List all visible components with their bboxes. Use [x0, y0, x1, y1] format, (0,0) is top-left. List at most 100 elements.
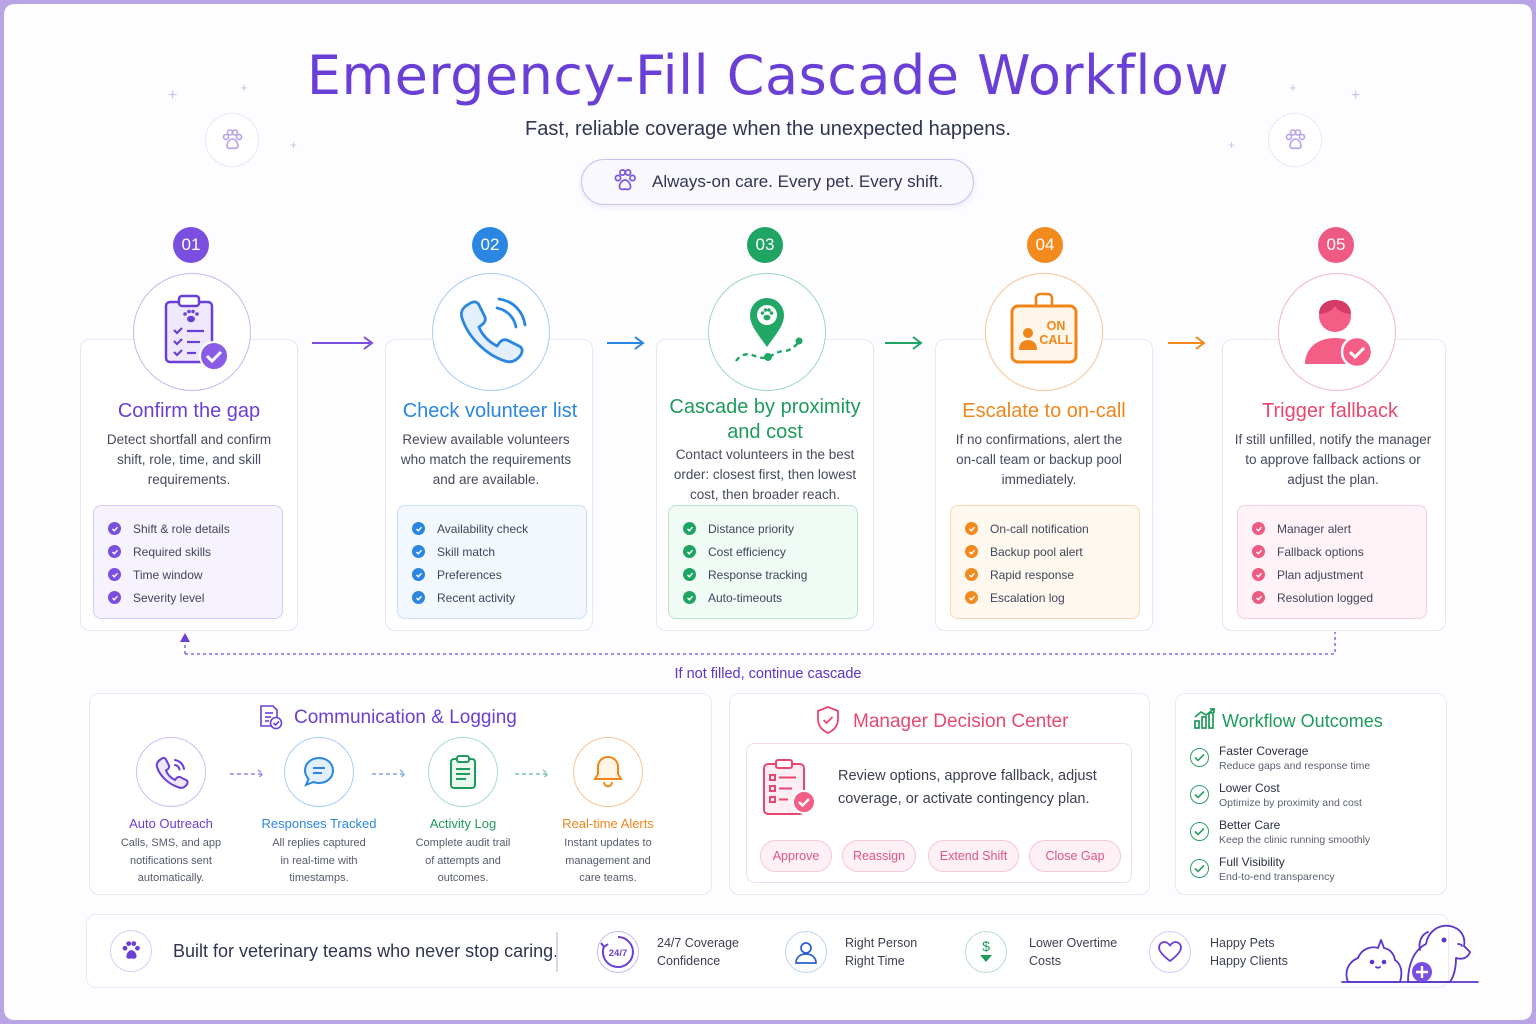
step-number-badge: 03	[747, 227, 783, 263]
clipboard-check-icon	[133, 273, 251, 391]
checklist-item: Recent activity	[412, 586, 586, 609]
step-title: Check volunteer list	[402, 400, 578, 422]
step-checklist: Availability check Skill match Preferenc…	[397, 505, 587, 619]
chat-bubble-icon	[284, 737, 354, 807]
checklist-item: Cost efficiency	[683, 540, 857, 563]
checklist-item: Shift & role details	[108, 517, 282, 540]
checklist-item: Backup pool alert	[965, 540, 1139, 563]
document-check-icon	[257, 704, 283, 735]
clipboard-list-icon	[428, 737, 498, 807]
arrow-dashed-icon	[515, 769, 550, 779]
checklist-item: Plan adjustment	[1252, 563, 1426, 586]
checklist-item: Resolution logged	[1252, 586, 1426, 609]
checklist-item: Skill match	[412, 540, 586, 563]
check-icon	[108, 545, 121, 558]
outcomes-panel	[1175, 693, 1447, 895]
check-circle-icon	[1190, 748, 1209, 767]
check-icon	[1252, 591, 1265, 604]
checklist-clipboard-icon	[760, 758, 818, 825]
arrow-dashed-icon	[372, 769, 407, 779]
approve-button[interactable]: Approve	[760, 840, 832, 872]
clock-247-icon: 24/7	[597, 931, 639, 973]
checklist-item: Availability check	[412, 517, 586, 540]
step-number-badge: 01	[173, 227, 209, 263]
checklist-item: Distance priority	[683, 517, 857, 540]
step-checklist: On-call notification Backup pool alert R…	[950, 505, 1140, 619]
extend-shift-button[interactable]: Extend Shift	[928, 840, 1019, 872]
step-title: Confirm the gap	[117, 400, 261, 422]
checklist-item: Response tracking	[683, 563, 857, 586]
reassign-button[interactable]: Reassign	[842, 840, 916, 872]
checklist-item: On-call notification	[965, 517, 1139, 540]
sparkle-plus-icon: +	[1228, 138, 1236, 152]
arrow-dashed-icon	[230, 769, 265, 779]
check-circle-icon	[1190, 785, 1209, 804]
shield-check-icon	[815, 705, 841, 740]
footer-bar	[86, 914, 1449, 988]
loop-back-label: If not filled, continue cascade	[674, 666, 862, 682]
check-icon	[965, 522, 978, 535]
paw-print-icon	[1268, 113, 1322, 167]
check-icon	[412, 591, 425, 604]
step-number-badge: 04	[1027, 227, 1063, 263]
checklist-item: Preferences	[412, 563, 586, 586]
decision-title: Manager Decision Center	[853, 711, 1069, 732]
bell-icon	[573, 737, 643, 807]
check-icon	[965, 591, 978, 604]
checklist-item: Escalation log	[965, 586, 1139, 609]
sparkle-plus-icon: +	[1351, 87, 1361, 104]
check-icon	[683, 568, 696, 581]
checklist-item: Auto-timeouts	[683, 586, 857, 609]
step-title: Escalate to on-call	[962, 400, 1126, 422]
paw-print-icon	[612, 168, 638, 197]
decision-text: Review options, approve fallback, adjust…	[838, 768, 1097, 807]
clock-247-text: 24/7	[609, 948, 628, 959]
step-checklist: Manager alert Fallback options Plan adju…	[1237, 505, 1427, 619]
dollar-sign-text: $	[982, 938, 990, 954]
check-icon	[683, 591, 696, 604]
check-icon	[965, 545, 978, 558]
footer-tagline: Built for veterinary teams who never sto…	[173, 941, 559, 961]
page-title: Emergency-Fill Cascade Workflow	[306, 44, 1230, 107]
check-icon	[108, 522, 121, 535]
arrow-right-icon	[607, 336, 645, 350]
map-pin-route-icon	[708, 273, 826, 391]
check-icon	[412, 568, 425, 581]
check-icon	[683, 545, 696, 558]
step-number-badge: 05	[1318, 227, 1354, 263]
check-icon	[1252, 545, 1265, 558]
check-icon	[108, 591, 121, 604]
user-check-icon	[1278, 273, 1396, 391]
check-icon	[1252, 522, 1265, 535]
close-gap-button[interactable]: Close Gap	[1029, 840, 1121, 872]
sparkle-plus-icon: +	[168, 87, 178, 104]
checklist-item: Manager alert	[1252, 517, 1426, 540]
footer-divider	[556, 932, 558, 972]
check-circle-icon	[1190, 822, 1209, 841]
page-subtitle: Fast, reliable coverage when the unexpec…	[525, 118, 1011, 140]
checklist-item: Rapid response	[965, 563, 1139, 586]
sparkle-plus-icon: +	[290, 138, 298, 152]
step-title: Cascade by proximity	[669, 396, 861, 418]
cat-dog-illustration-icon	[1338, 910, 1482, 995]
arrow-right-icon	[312, 336, 374, 350]
sparkle-plus-icon: +	[1289, 80, 1297, 95]
checklist-item: Fallback options	[1252, 540, 1426, 563]
communication-title: Communication & Logging	[294, 707, 517, 728]
phone-icon	[136, 737, 206, 807]
